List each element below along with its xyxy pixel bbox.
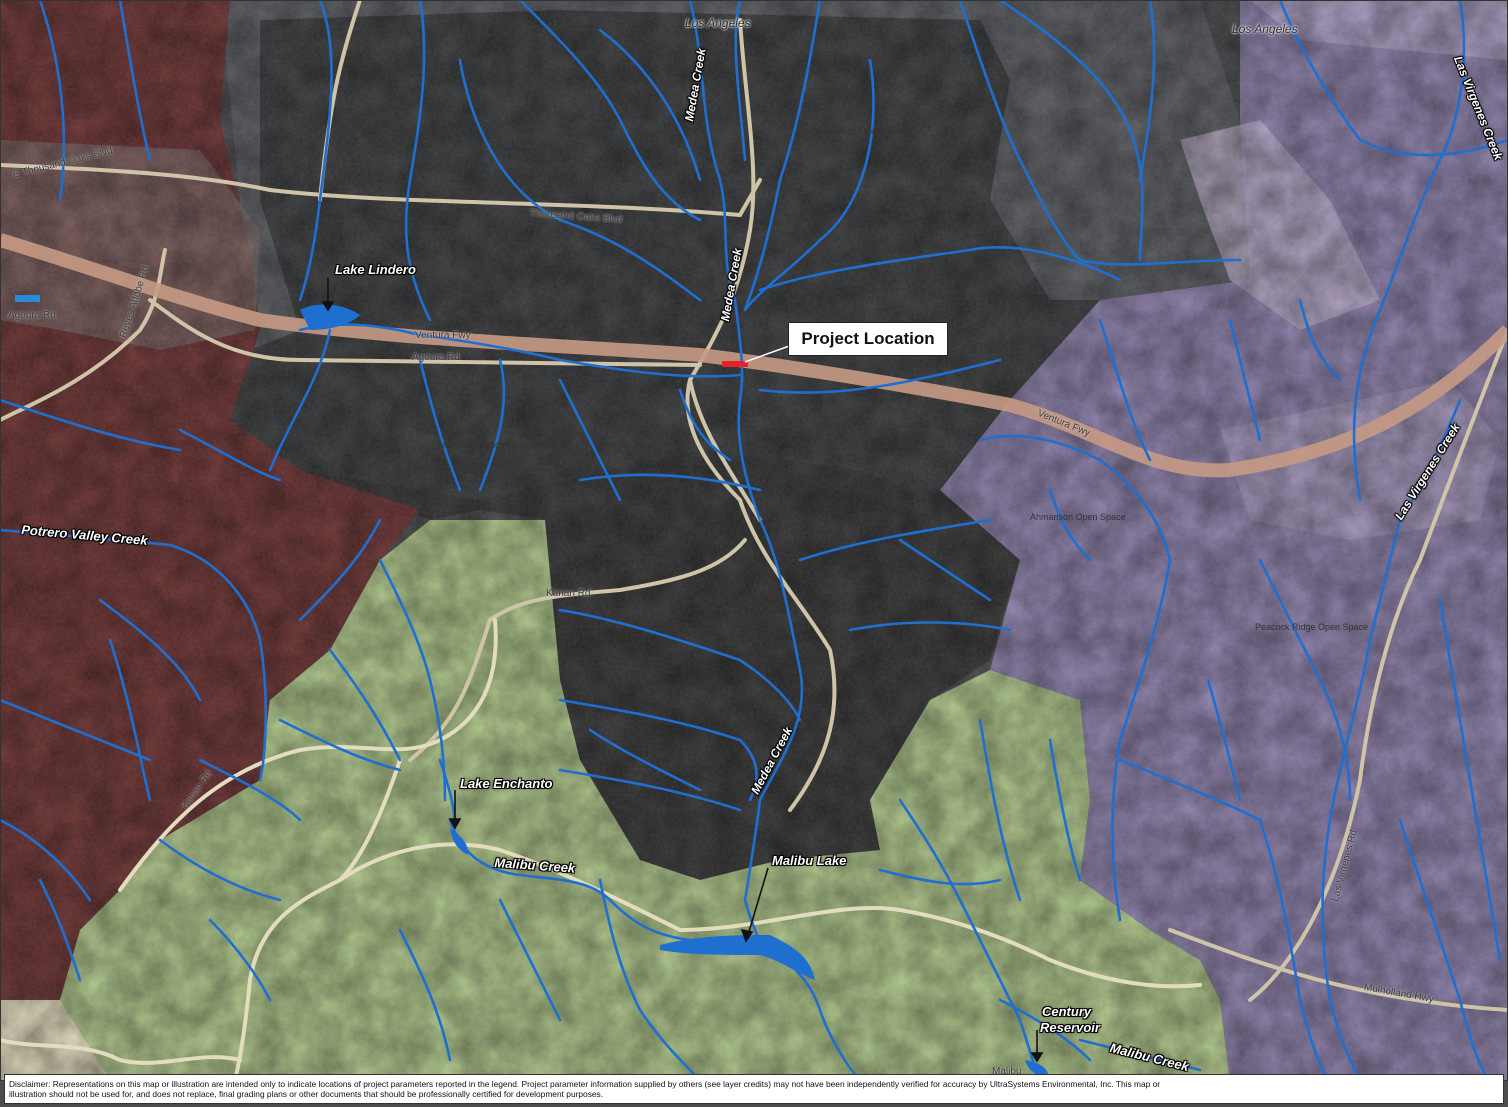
local-roads: [0, 0, 1508, 1012]
callout-leader: [744, 344, 793, 363]
streams: [0, 0, 1508, 1082]
road-label-ventura-fwy: Ventura Fwy: [415, 330, 471, 341]
century-reservoir-label-line1: Century: [1042, 1004, 1092, 1019]
place-label-ahmanson: Ahmanson Open Space: [1030, 512, 1126, 522]
project-location-callout[interactable]: Project Location: [788, 322, 948, 356]
place-label-paramount: Paramount Ranch Open Space: [432, 440, 558, 450]
century-reservoir-water: [1025, 1060, 1049, 1078]
road-label-agoura: Agoura Rd: [412, 352, 460, 363]
malibu-lake-label: Malibu Lake: [772, 853, 847, 868]
disclaimer-line2: illustration should not be used for, and…: [9, 1089, 604, 1099]
malibu-lake-water: [660, 935, 815, 980]
lake-lindero-water: [300, 304, 360, 330]
los-angeles-top-label: Los Angeles: [685, 16, 751, 30]
lake-enchanto-label: Lake Enchanto: [460, 776, 553, 791]
disclaimer-line1: Disclaimer: Representations on this map …: [9, 1079, 1161, 1089]
disclaimer-box: Disclaimer: Representations on this map …: [4, 1074, 1504, 1104]
lake-enchanto-water: [450, 828, 469, 855]
lake-lindero-label: Lake Lindero: [335, 262, 416, 277]
place-label-peacock: Peacock Ridge Open Space: [1255, 622, 1369, 632]
century-reservoir-label-line2: Reservoir: [1040, 1020, 1100, 1035]
road-label-malibu: Malibu: [992, 1066, 1022, 1077]
label-arrows: [321, 278, 1044, 1063]
place-label-ladyface: Ladyface Open Space: [820, 126, 910, 136]
small-pond-west: [15, 295, 40, 302]
los-angeles-right-label: Los Angeles: [1232, 22, 1298, 36]
project-location-marker[interactable]: [722, 361, 748, 367]
road-label-agoura-west: Agoura Rd: [8, 310, 56, 321]
road-label-kanan-north: Kanan Rd: [546, 588, 591, 599]
rural-roads: [0, 618, 1202, 1082]
ventura-freeway: [0, 233, 1508, 478]
